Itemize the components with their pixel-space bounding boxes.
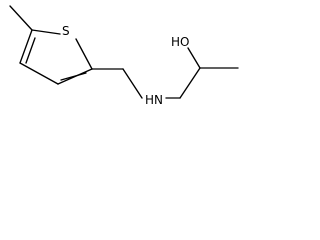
bond-choh-oh: [187, 47, 201, 69]
amine-nitrogen-label: HN: [145, 93, 163, 107]
bond-ch2-choh: [179, 67, 201, 99]
molecule-structure: S HN HO: [9, 5, 239, 107]
bond-c2-c3-inner: [60, 72, 87, 81]
sulfur-label: S: [62, 24, 70, 38]
bond-c5-s: [31, 29, 61, 35]
bond-ch2-n: [122, 68, 143, 99]
bond-c3-c4: [19, 62, 59, 85]
bond-methyl-c5: [9, 5, 33, 31]
bond-c4-c5-inner: [25, 37, 36, 64]
hydroxyl-oxygen-label: HO: [171, 35, 189, 49]
bond-c4-c5: [19, 29, 33, 64]
bond-s-c2: [75, 38, 93, 70]
